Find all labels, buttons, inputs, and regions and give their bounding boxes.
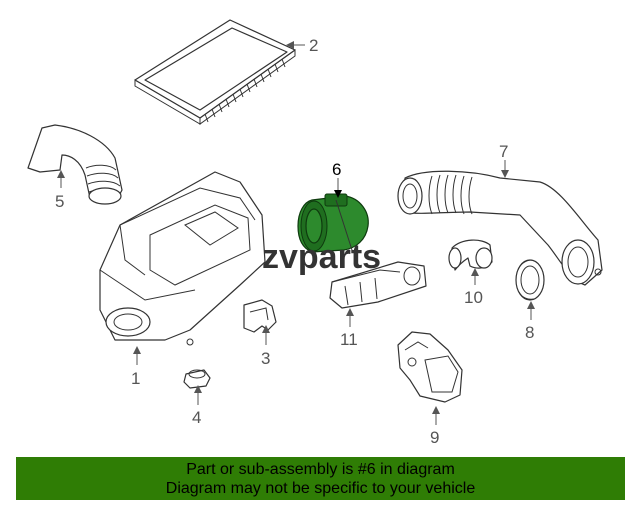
resonator[interactable] bbox=[329, 261, 427, 309]
mounting-bracket[interactable] bbox=[243, 299, 277, 333]
rubber-mount[interactable] bbox=[183, 369, 211, 389]
air-cleaner-housing[interactable] bbox=[99, 171, 266, 346]
callout-3: 3 bbox=[261, 349, 270, 368]
callout-10: 10 bbox=[464, 288, 483, 307]
leader-line-10 bbox=[471, 268, 479, 285]
notice-line-1: Part or sub-assembly is #6 in diagram bbox=[186, 460, 455, 478]
leader-line-5 bbox=[57, 170, 65, 188]
leader-line-2 bbox=[286, 41, 305, 49]
leader-line-9 bbox=[432, 406, 440, 425]
callout-9: 9 bbox=[430, 428, 439, 447]
callout-7: 7 bbox=[499, 142, 508, 161]
leader-line-4 bbox=[194, 385, 202, 405]
intake-elbow-housing[interactable] bbox=[397, 331, 463, 403]
leader-line-6 bbox=[334, 178, 342, 198]
intake-seal-ring[interactable] bbox=[515, 259, 545, 301]
callout-2: 2 bbox=[309, 36, 318, 55]
callout-8: 8 bbox=[525, 323, 534, 342]
callout-11: 11 bbox=[340, 330, 358, 349]
intake-hose[interactable] bbox=[397, 170, 603, 286]
leader-line-1 bbox=[133, 346, 141, 365]
leader-line-7 bbox=[501, 160, 509, 178]
callout-4: 4 bbox=[192, 408, 201, 427]
leader-line-3 bbox=[262, 325, 270, 345]
callout-5: 5 bbox=[55, 192, 64, 211]
notice-line-2: Diagram may not be specific to your vehi… bbox=[165, 479, 476, 497]
breather-hose-elbow[interactable] bbox=[448, 239, 493, 271]
air-filter-element[interactable] bbox=[134, 19, 296, 125]
intake-duct[interactable] bbox=[27, 124, 123, 205]
callout-1: 1 bbox=[131, 369, 140, 388]
brand-watermark: zvparts bbox=[262, 238, 381, 276]
callout-6: 6 bbox=[332, 160, 341, 179]
mass-air-flow-sensor[interactable] bbox=[297, 193, 369, 253]
leader-line-11 bbox=[346, 308, 354, 327]
notice-banner: Part or sub-assembly is #6 in diagram Di… bbox=[16, 457, 625, 500]
leader-line-8 bbox=[527, 301, 535, 320]
